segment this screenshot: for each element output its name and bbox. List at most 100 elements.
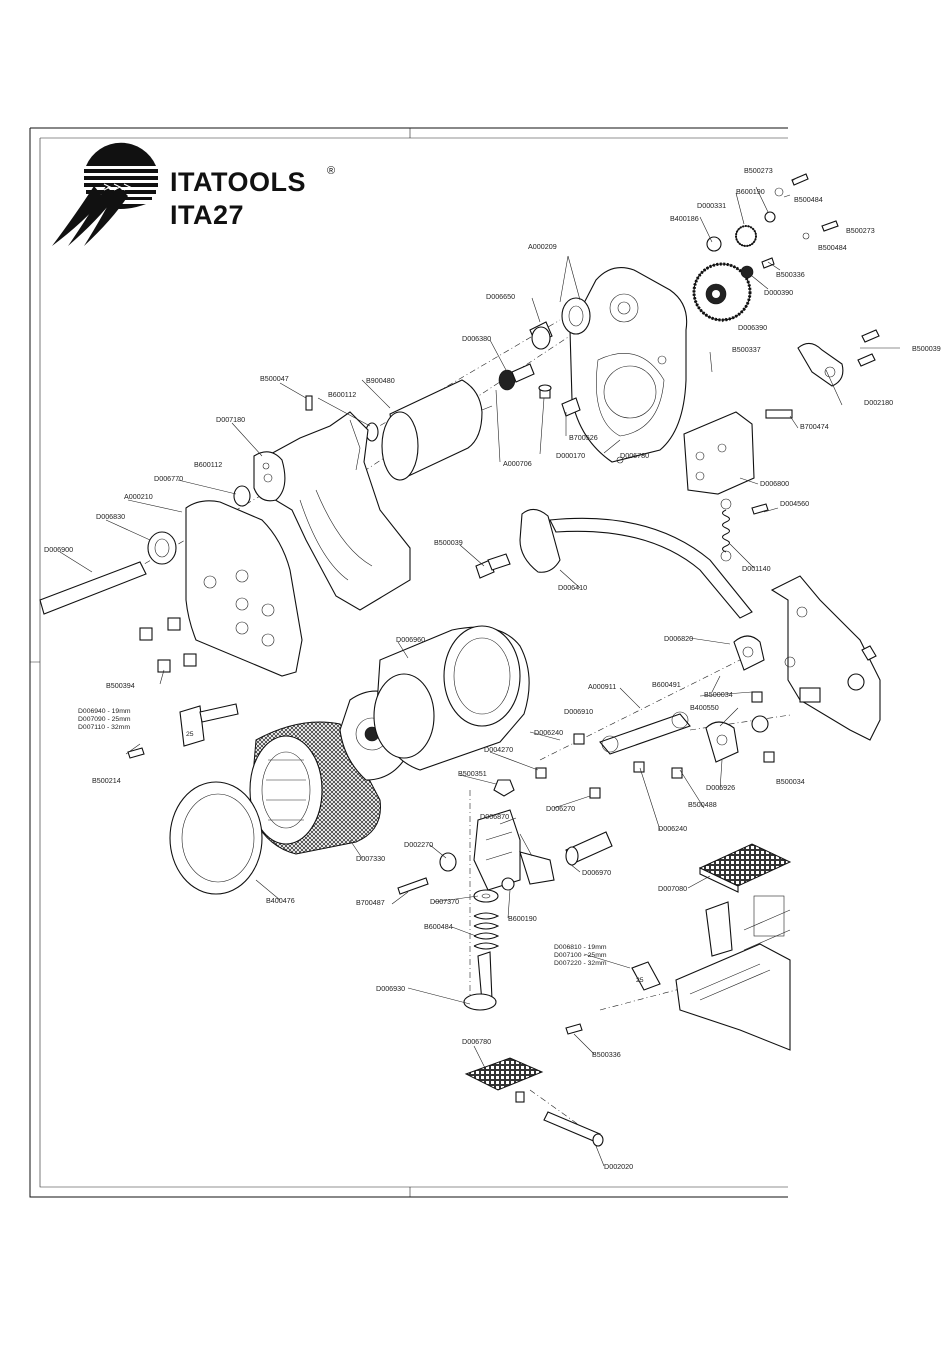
part-label: B500488 [688,800,717,809]
bushings-upper [498,297,591,391]
part-label: B400186 [670,214,699,223]
part-label: B500337 [732,345,761,354]
part-label: B600491 [652,680,681,689]
size-note-line: D007100 - 25mm [554,952,607,959]
part-label: B500336 [776,270,805,279]
part-label: D002270 [404,840,433,849]
size-note-line: D007090 - 25mm [78,716,131,723]
part-label: B500214 [92,776,121,785]
part-label: D006270 [546,804,575,813]
part-label: B700474 [800,422,829,431]
part-label: A000210 [124,492,153,501]
lower-pedal [464,1057,604,1147]
part-label: B600112 [194,460,222,469]
part-label: B500351 [458,769,487,778]
part-labels: B500273 B500484 B600190 D000331 B500273 … [44,166,941,1171]
handle-tube [475,508,753,619]
part-label: D006820 [664,634,693,643]
part-label: B500484 [818,243,847,252]
pedal-bracket [683,411,769,515]
model-name: ITA27 [170,200,244,230]
part-label: B400476 [266,896,295,905]
part-label: D006930 [376,984,405,993]
part-label: A000706 [503,459,532,468]
part-label: B500394 [106,681,135,690]
part-label: D007330 [356,854,385,863]
part-label: B500039 [912,344,941,353]
part-label: D006970 [582,868,611,877]
part-label: D006870 [480,812,509,821]
part-label: D006380 [462,334,491,343]
part-label: B700526 [569,433,598,442]
drawing-frame [29,127,788,1198]
left-size-block: 25 [127,703,239,759]
right-block-stamp: 25 [636,977,644,984]
part-label: D001140 [742,564,771,573]
leader-lines [59,176,900,1167]
gear-assembly [692,173,839,322]
cam-assembly [397,779,613,895]
part-label: D006960 [396,635,425,644]
left-block-stamp: 25 [186,731,194,738]
right-size-block: 25 [565,961,661,1035]
part-label: D006900 [44,545,73,554]
knurled-roller [249,721,381,855]
part-label: B600112 [328,390,356,399]
part-label: D006770 [154,474,183,483]
part-label: D006800 [760,479,789,488]
part-label: D006780 [620,451,649,460]
motor-cylinder [381,379,493,481]
plunger-spring [463,889,500,1011]
part-label: D006650 [486,292,515,301]
right-frame [770,575,881,741]
right-lever [765,329,880,419]
size-note-right: D006810 - 19mm D007100 - 25mm D007220 - … [554,944,607,967]
part-label: D006830 [96,512,125,521]
part-label: D006390 [738,323,767,332]
part-label: B600190 [508,914,537,923]
part-label: D006926 [706,783,735,792]
gearbox-plate [569,267,688,464]
part-label: D006910 [564,707,593,716]
part-label: D007180 [216,415,245,424]
retaining-ring [169,781,263,895]
side-plate [185,500,303,677]
size-note-line: D007110 - 32mm [78,724,130,731]
part-label: D006780 [462,1037,491,1046]
part-label: A000911 [588,682,616,691]
size-note-line: D006810 - 19mm [554,944,607,951]
part-label: D006410 [558,583,587,592]
linkage-arm [599,635,769,763]
part-label: B500273 [744,166,773,175]
part-label: D007080 [658,884,687,893]
part-label: D004270 [484,745,513,754]
part-label: D007370 [430,897,459,906]
part-label: D000390 [764,288,793,297]
registered-mark: ® [327,165,335,177]
linkage-screws [535,691,775,799]
part-label: D002020 [604,1162,633,1171]
part-label: B400550 [690,703,719,712]
part-label: D000170 [556,451,585,460]
part-label: D006240 [534,728,563,737]
size-note-left: D006940 - 19mm D007090 - 25mm D007110 - … [78,708,131,731]
part-label: D000331 [697,201,726,210]
part-label: B500039 [434,538,463,547]
part-label: B500273 [846,226,875,235]
part-label: B500336 [592,1050,621,1059]
brand-name: ITATOOLS [170,167,306,197]
part-label: D006240 [658,824,687,833]
tension-spring [720,498,732,562]
part-label: D004560 [780,499,809,508]
size-note-line: D007220 - 32mm [554,960,607,967]
part-label: B700487 [356,898,385,907]
brand-logo: ITATOOLS ® ITA27 [52,142,335,246]
part-label: B900480 [366,376,395,385]
part-label: B600484 [424,922,453,931]
right-pedal [698,843,792,957]
main-housing [253,411,411,611]
part-label: B600190 [736,187,765,196]
part-label: B500484 [794,195,823,204]
part-label: D002180 [864,398,893,407]
